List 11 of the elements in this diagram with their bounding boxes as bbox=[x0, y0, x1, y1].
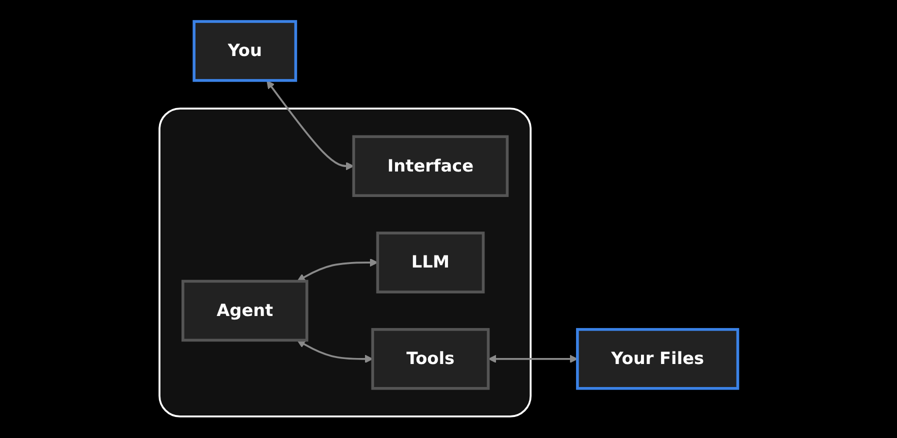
arrow bbox=[296, 258, 378, 282]
node-box: Your Files bbox=[576, 328, 740, 390]
node-box: You bbox=[192, 20, 297, 82]
cluster bbox=[158, 108, 532, 418]
arrow bbox=[488, 354, 578, 364]
node-box: Tools bbox=[371, 328, 490, 390]
node-box: Interface bbox=[352, 135, 509, 197]
arrow bbox=[266, 80, 354, 170]
node-box: Agent bbox=[181, 280, 308, 342]
arrow bbox=[296, 340, 373, 364]
node-box: LLM bbox=[376, 232, 485, 294]
